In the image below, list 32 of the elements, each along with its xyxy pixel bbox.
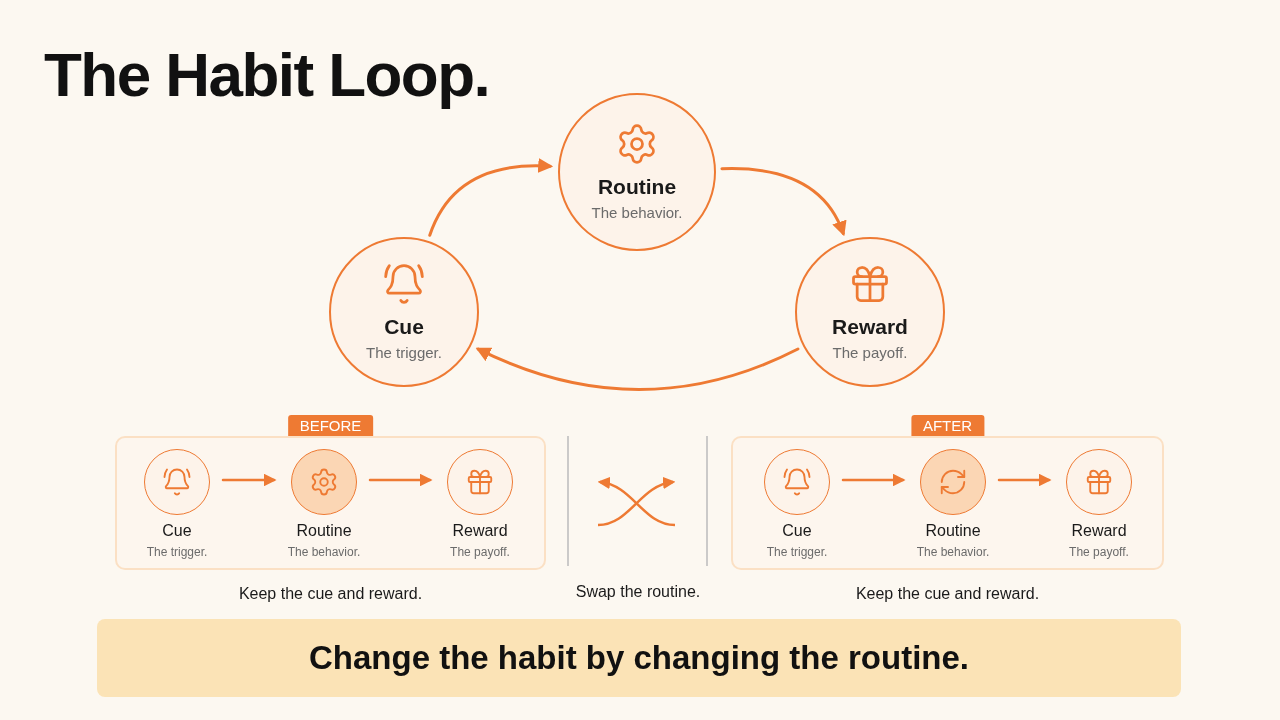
step-subtitle: The trigger.: [146, 545, 208, 560]
arrow: [368, 473, 433, 487]
step-title: Reward: [1071, 521, 1127, 541]
step-subtitle: The trigger.: [766, 545, 828, 560]
summary-banner: Change the habit by changing the routine.: [97, 619, 1181, 697]
arrow: [221, 473, 277, 487]
step-title: Cue: [782, 521, 812, 541]
step-subtitle: The payoff.: [1069, 545, 1129, 560]
step-subtitle: The payoff.: [450, 545, 510, 560]
title: The Habit Loop.: [44, 39, 490, 111]
panel-caption: Keep the cue and reward.: [854, 584, 1041, 604]
step-title: Cue: [162, 521, 192, 541]
step-subtitle: The behavior.: [916, 545, 990, 560]
arrow: [841, 473, 906, 487]
arrow: [475, 347, 800, 391]
stage-subtitle: The payoff.: [832, 343, 908, 363]
arrow: [720, 167, 846, 237]
panel-tab: AFTER: [910, 415, 985, 436]
panel-caption: Keep the cue and reward.: [237, 584, 424, 604]
swap-caption: Swap the routine.: [574, 582, 702, 602]
stage-title: Reward: [832, 313, 908, 340]
step-subtitle: The behavior.: [287, 545, 361, 560]
step-title: Reward: [452, 521, 508, 541]
stage-title: Cue: [384, 313, 424, 340]
arrow: [997, 473, 1052, 487]
stage-title: Routine: [597, 173, 677, 200]
arrow: [428, 158, 554, 237]
step-title: Routine: [296, 521, 352, 541]
panel-tab: BEFORE: [287, 415, 374, 436]
step-title: Routine: [925, 521, 981, 541]
stage-subtitle: The trigger.: [366, 343, 442, 363]
stage-subtitle: The behavior.: [591, 203, 683, 223]
